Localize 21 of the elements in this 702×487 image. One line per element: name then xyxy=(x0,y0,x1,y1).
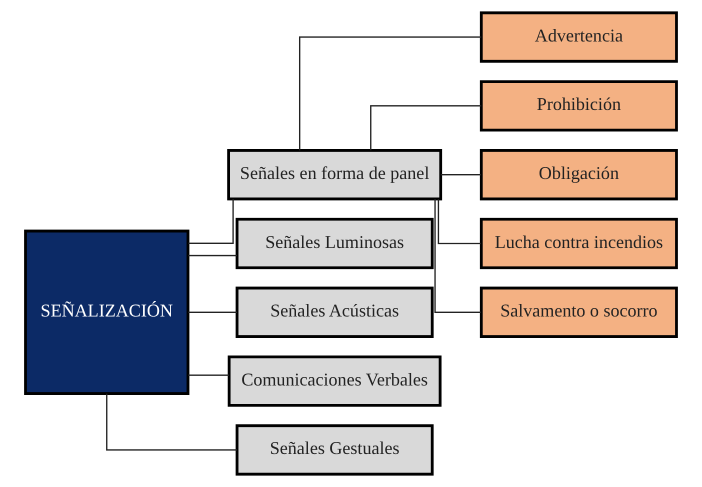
node-box: Comunicaciones Verbales xyxy=(228,355,442,407)
connector xyxy=(106,394,237,451)
connector xyxy=(438,199,481,244)
connector xyxy=(188,199,234,244)
connector xyxy=(440,174,481,176)
connector xyxy=(434,198,481,313)
node-box: Señales Luminosas xyxy=(236,218,434,270)
connector xyxy=(188,254,237,256)
node-box: Señales en forma de panel xyxy=(227,149,442,200)
node-box: Prohibición xyxy=(480,80,678,132)
connector xyxy=(188,312,237,313)
connector xyxy=(188,374,230,376)
node-box: Lucha contra incendios xyxy=(480,218,678,270)
node-box: Señales Gestuales xyxy=(236,424,434,476)
node-box: Señales Acústicas xyxy=(236,286,434,338)
node-box: Advertencia xyxy=(480,11,678,63)
node-box: SEÑALIZACIÓN xyxy=(24,230,190,395)
node-box: Obligación xyxy=(480,149,678,200)
node-box: Salvamento o socorro xyxy=(480,286,678,338)
connector xyxy=(298,36,482,150)
connector xyxy=(370,105,482,150)
